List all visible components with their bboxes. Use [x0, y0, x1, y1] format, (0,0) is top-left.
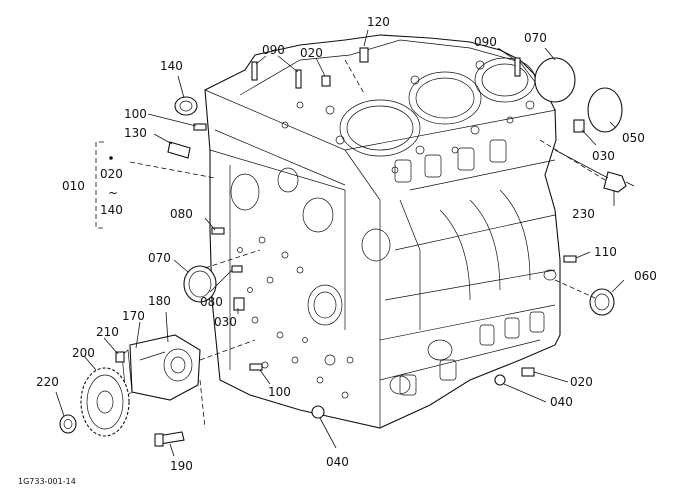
part-080-pin-lower	[231, 265, 243, 273]
group-bracket-010	[95, 141, 113, 229]
part-090-pins	[251, 57, 521, 89]
label-040-right: 040	[550, 395, 573, 409]
part-040-plugs	[311, 374, 506, 419]
label-190: 190	[170, 459, 193, 473]
label-100-lower: 100	[268, 385, 291, 399]
drawing-code: 1G733-001-14	[18, 477, 76, 486]
label-tilde: ~	[108, 186, 118, 200]
label-020-group: 020	[100, 167, 123, 181]
label-120: 120	[367, 15, 390, 29]
label-080-lower: 080	[200, 295, 223, 309]
label-080-upper: 080	[170, 207, 193, 221]
label-210: 210	[96, 325, 119, 339]
label-090-right: 090	[474, 35, 497, 49]
label-220: 220	[36, 375, 59, 389]
part-030-plug-front	[233, 297, 245, 311]
label-140-group: 140	[100, 203, 123, 217]
part-020-plug-top	[321, 75, 331, 87]
part-030-plug-right	[573, 119, 585, 133]
part-120-plug	[359, 47, 369, 63]
label-050: 050	[622, 131, 645, 145]
label-230: 230	[572, 207, 595, 221]
part-140-cap-left	[174, 96, 198, 116]
part-130-plug	[167, 141, 191, 159]
part-080-pin-upper	[211, 227, 225, 235]
label-110: 110	[594, 245, 617, 259]
part-180-pump-body	[129, 334, 201, 401]
part-210-key	[115, 351, 125, 363]
part-100-pin-top	[193, 123, 207, 131]
label-040-bottom: 040	[326, 455, 349, 469]
part-050-cap	[587, 87, 623, 133]
label-090-left: 090	[262, 43, 285, 57]
label-200: 200	[72, 346, 95, 360]
label-100-top: 100	[124, 107, 147, 121]
part-070-seal-left	[183, 265, 217, 303]
leader-lines	[55, 29, 625, 457]
label-180: 180	[148, 294, 171, 308]
part-110-pin	[563, 255, 577, 263]
label-030-right: 030	[592, 149, 615, 163]
label-140-left: 140	[160, 59, 183, 73]
part-220-nut	[59, 414, 77, 434]
label-030-front: 030	[214, 315, 237, 329]
label-020-top: 020	[300, 46, 323, 60]
label-130: 130	[124, 126, 147, 140]
label-010: 010	[62, 179, 85, 193]
part-070-cap-top	[534, 57, 576, 103]
label-170: 170	[122, 309, 145, 323]
part-190-bolt	[154, 431, 185, 447]
label-020-lower: 020	[570, 375, 593, 389]
part-number-labels: 120 090 020 090 070 140 100 130 010 020 …	[36, 15, 657, 473]
part-100-pin-lower	[249, 363, 263, 371]
label-070-top: 070	[524, 31, 547, 45]
label-060: 060	[634, 269, 657, 283]
label-070-left: 070	[148, 251, 171, 265]
part-200-gear	[80, 367, 130, 437]
part-060-seal	[589, 288, 615, 316]
part-020-plug-lower	[521, 367, 535, 377]
part-230-sensor	[603, 171, 635, 193]
